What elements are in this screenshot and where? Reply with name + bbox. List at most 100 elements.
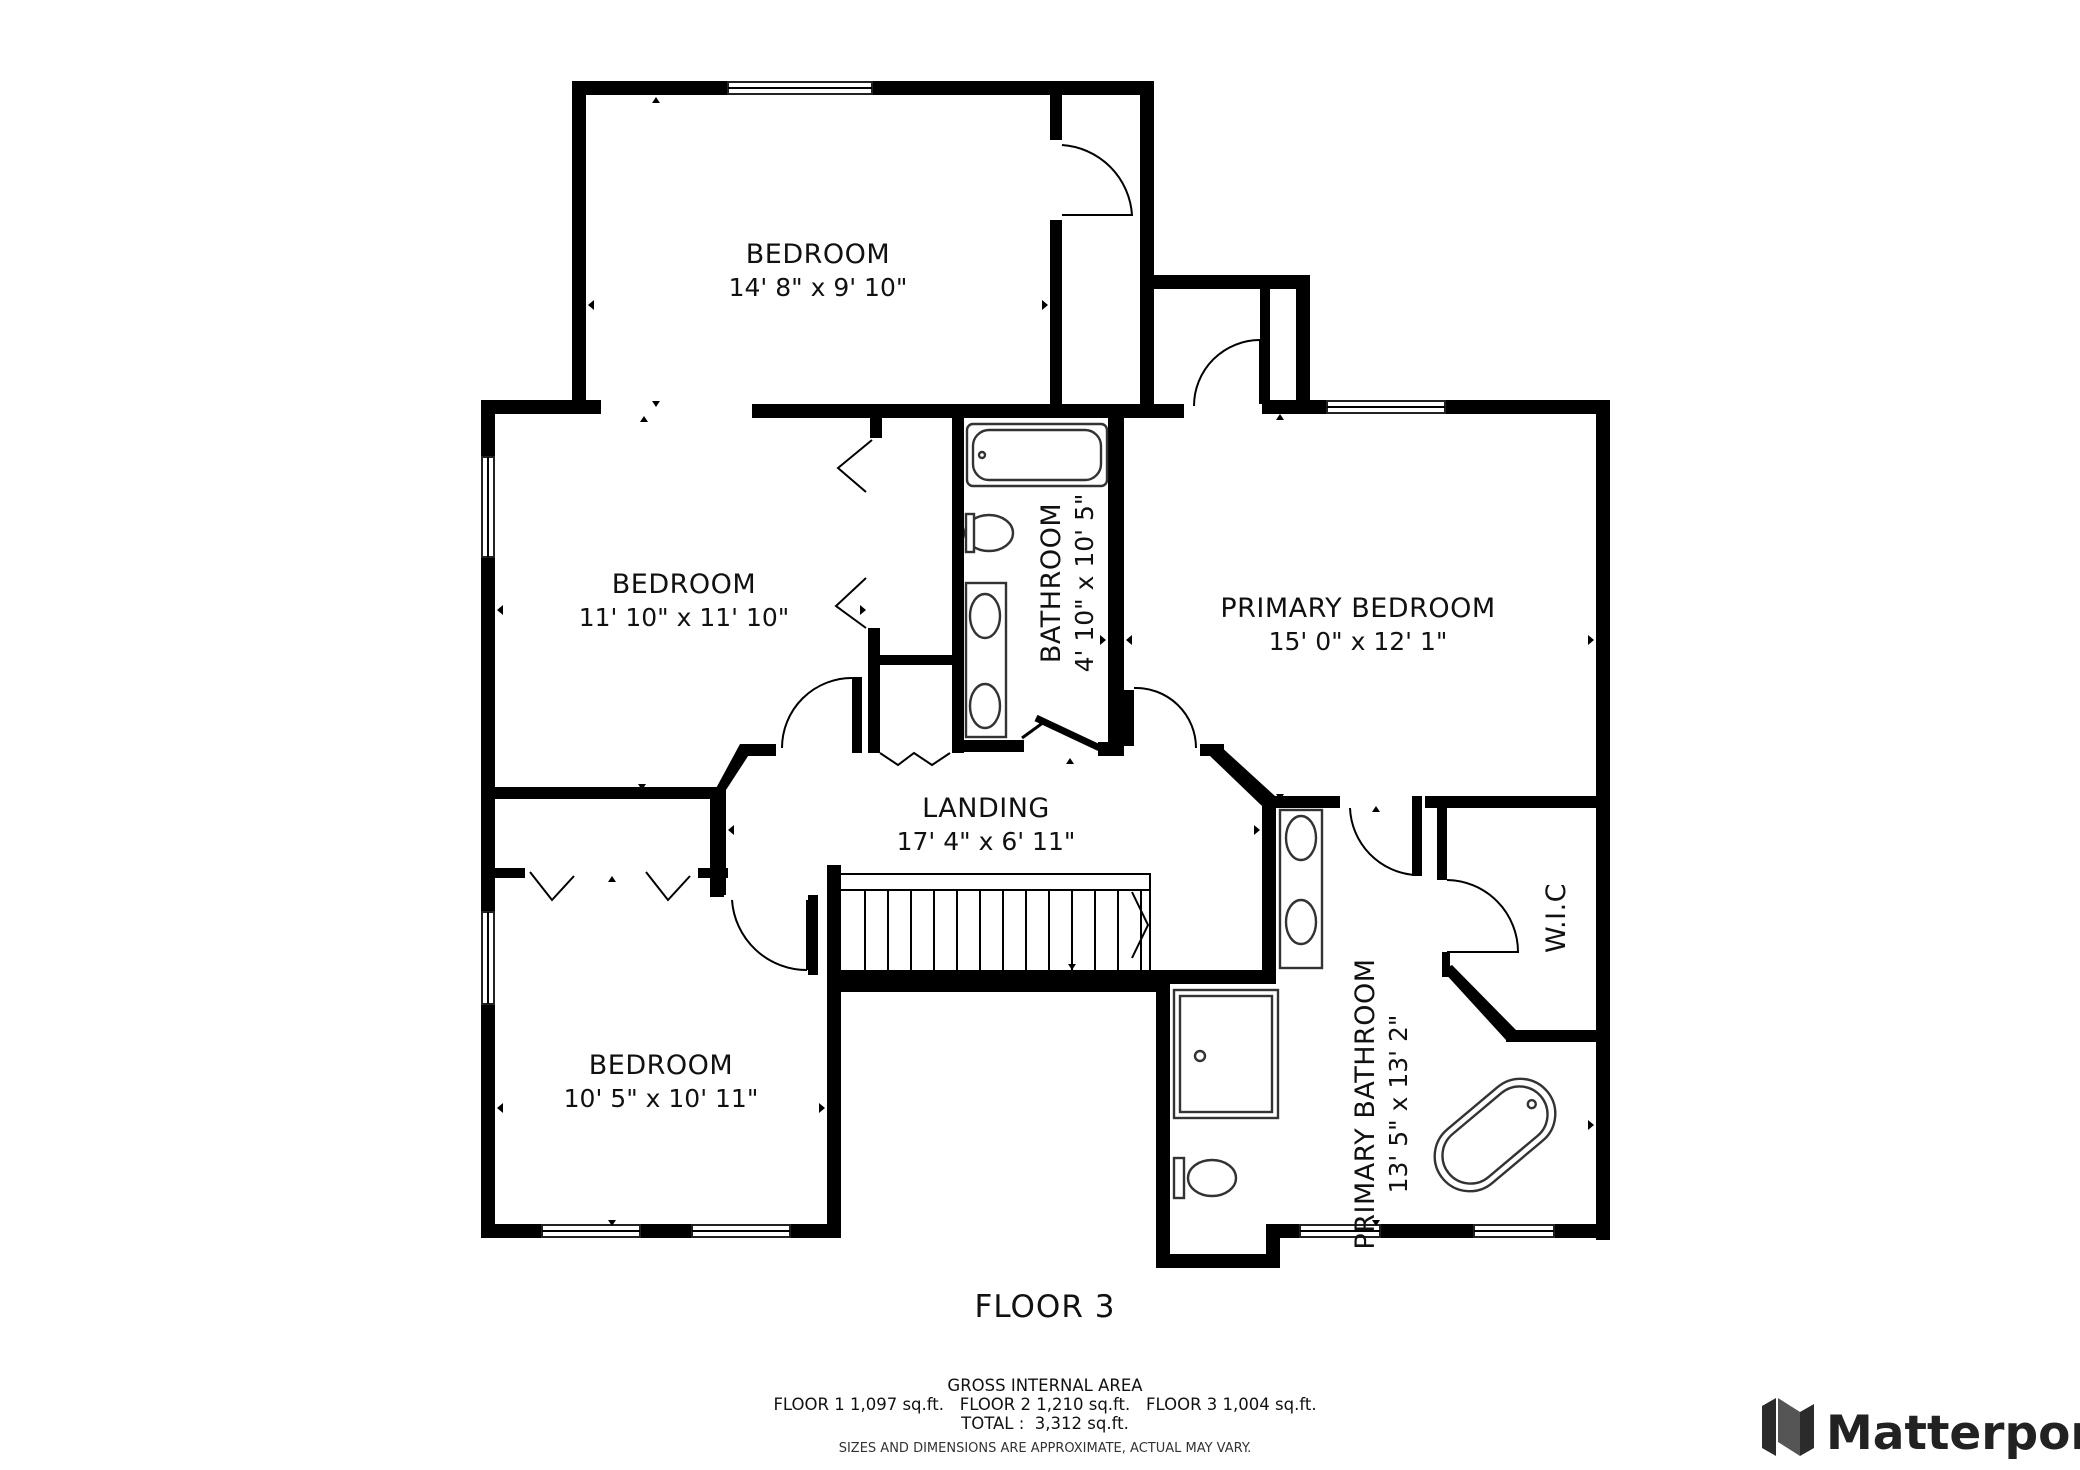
sink: [968, 682, 1002, 730]
dim-marker: [1066, 758, 1074, 764]
wall: [852, 677, 862, 753]
sliding-door: [1021, 720, 1045, 740]
drain: [1193, 1049, 1207, 1063]
dim-marker: [1126, 635, 1132, 645]
sliding-door: [1034, 714, 1106, 754]
logo-part: [1778, 1398, 1800, 1456]
wall: [1437, 808, 1447, 880]
room-dims-bedroom-bottom: 10' 5" x 10' 11": [564, 1084, 759, 1113]
room-dims-primary-bathroom: 13' 5" x 13' 2": [1384, 1015, 1413, 1194]
brand-name: Matterport: [1826, 1406, 2080, 1461]
room-dims-bedroom-top: 14' 8" x 9' 10": [729, 273, 908, 302]
wall: [1156, 1254, 1280, 1268]
wall: [1425, 796, 1610, 808]
dim-marker: [640, 416, 648, 422]
brand: Matterport: [1762, 1398, 2080, 1461]
room-name-wic: W.I.C: [1541, 883, 1572, 953]
floor-label: FLOOR 3: [975, 1289, 1116, 1325]
bifold-door: [529, 871, 575, 902]
stairs: [833, 873, 1151, 973]
wall: [1140, 81, 1154, 411]
wall: [880, 655, 952, 665]
shower-pan: [1178, 994, 1274, 1114]
wall: [1098, 742, 1124, 756]
toilet: [1186, 1158, 1238, 1198]
wall: [1296, 275, 1310, 411]
wall: [713, 790, 726, 895]
wall: [572, 81, 586, 404]
wall: [1276, 796, 1340, 808]
dim-marker: [1254, 825, 1260, 835]
dim-marker: [1588, 1120, 1594, 1130]
bathroom-label: BATHROOM 4' 10" x 10' 5": [1036, 494, 1099, 673]
dim-marker: [652, 401, 660, 407]
sink: [968, 592, 1002, 640]
area-summary: GROSS INTERNAL AREA FLOOR 1 1,097 sq.ft.…: [773, 1376, 1316, 1456]
room-name-landing: LANDING: [922, 793, 1050, 824]
bifold-door: [879, 751, 951, 767]
dim-marker: [638, 784, 646, 790]
door-swing: [1193, 339, 1261, 407]
wall: [870, 418, 882, 438]
wall: [952, 418, 964, 753]
dimension-markers: [497, 97, 1594, 1226]
bathtub-basin: [971, 428, 1103, 482]
tub-inner: [1441, 1085, 1549, 1185]
doors: [529, 144, 1520, 972]
dim-marker: [1042, 300, 1048, 310]
drain: [977, 450, 987, 460]
door-swing: [781, 676, 854, 749]
wall: [1156, 984, 1170, 1268]
area-heading: GROSS INTERNAL AREA: [947, 1376, 1143, 1395]
sink: [1284, 814, 1318, 862]
room-dims-primary-bedroom: 15' 0" x 12' 1": [1269, 627, 1448, 656]
door-swing: [1349, 807, 1416, 876]
dim-marker: [1372, 1220, 1380, 1226]
wall: [481, 400, 495, 1238]
wall: [827, 975, 841, 1238]
room-name-bathroom: BATHROOM: [1036, 503, 1067, 663]
door-swing: [731, 899, 808, 972]
stair-treads: [864, 890, 1142, 972]
dim-marker: [497, 605, 503, 615]
dim-marker: [1276, 794, 1284, 800]
dim-marker: [652, 97, 660, 103]
dim-marker: [1068, 964, 1076, 970]
dim-marker: [1100, 635, 1106, 645]
matterport-logo-icon: [1762, 1398, 1814, 1456]
dim-marker: [588, 300, 594, 310]
wall: [495, 787, 717, 799]
logo-part: [1762, 1398, 1776, 1456]
dim-marker: [608, 876, 616, 882]
drain: [1526, 1098, 1537, 1110]
dim-marker: [728, 825, 734, 835]
stair-outline: [833, 873, 1151, 973]
wall: [808, 895, 818, 975]
room-dims-bathroom: 4' 10" x 10' 5": [1070, 494, 1099, 673]
wall: [752, 404, 1184, 418]
wall: [495, 868, 525, 878]
windows: [481, 81, 1555, 1238]
wall: [1442, 965, 1516, 1040]
walls: [481, 81, 1610, 1268]
area-floors-line: FLOOR 1 1,097 sq.ft. FLOOR 2 1,210 sq.ft…: [773, 1395, 1316, 1414]
freestanding-tub: [1433, 1077, 1557, 1193]
door-swing: [1446, 879, 1520, 953]
bifold-door: [836, 439, 873, 493]
dim-marker: [497, 1103, 503, 1113]
wall: [868, 628, 880, 753]
toilet-tank: [1172, 1156, 1186, 1200]
room-name-primary-bedroom: PRIMARY BEDROOM: [1220, 593, 1495, 624]
wall: [1596, 400, 1610, 1240]
sink: [1284, 898, 1318, 946]
stair-arrow: [1131, 891, 1150, 959]
bifold-door: [834, 577, 867, 629]
bifold-door: [645, 871, 691, 902]
dim-marker: [608, 1220, 616, 1226]
dim-marker: [819, 1103, 825, 1113]
dim-marker: [1372, 806, 1380, 812]
room-name-primary-bathroom: PRIMARY BATHROOM: [1350, 958, 1381, 1249]
wall: [1108, 418, 1124, 753]
wall: [841, 984, 1156, 992]
wall: [1412, 796, 1422, 876]
